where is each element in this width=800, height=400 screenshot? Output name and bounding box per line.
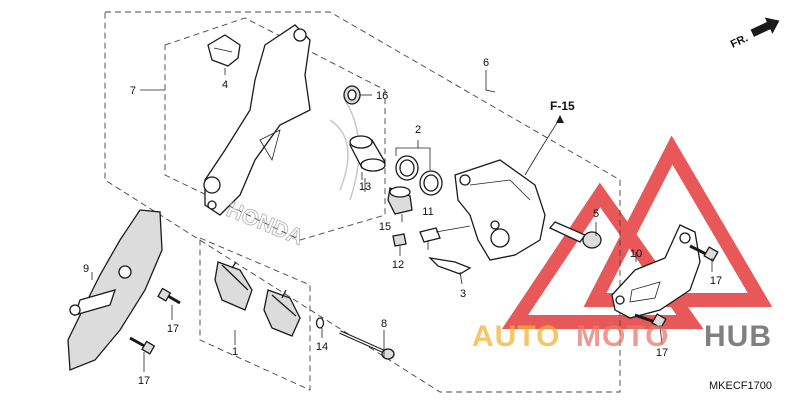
bracket-guard (611, 224, 701, 319)
callout-5: 5 (593, 208, 599, 220)
callout-7: 7 (130, 85, 136, 97)
honda-emboss: HONDA (223, 196, 307, 249)
boot (343, 85, 361, 105)
piston-seal-set (395, 155, 443, 196)
callout-4: 4 (222, 79, 228, 91)
callout-17-a: 17 (167, 323, 179, 335)
bolt-17-a (157, 287, 181, 305)
pad-retainer-clip (207, 34, 241, 67)
bleeder-screw (419, 225, 471, 243)
callout-17-b: 17 (138, 375, 150, 387)
callout-15: 15 (379, 221, 391, 233)
direction-indicator: FR. (729, 17, 780, 51)
callout-13: 13 (359, 181, 371, 193)
piston (349, 135, 386, 172)
brake-pads (214, 261, 301, 337)
watermark-moto: MOTO (576, 320, 669, 353)
callout-3: 3 (460, 288, 466, 300)
callout-16: 16 (376, 90, 388, 102)
reference-f15: F-15 (550, 99, 575, 113)
callout-labels: 7 4 16 2 13 15 11 12 3 6 5 10 1 14 8 9 1… (83, 57, 722, 387)
callout-6: 6 (483, 57, 489, 69)
pad-spring (428, 257, 472, 275)
callout-2: 2 (415, 124, 421, 136)
watermark-auto: AUTO (472, 320, 560, 353)
bolt-17-c (689, 244, 719, 262)
callout-10: 10 (630, 248, 642, 260)
pad-pin (339, 330, 395, 360)
watermark-triangle-left (501, 182, 704, 329)
bolt-17-d (634, 313, 667, 329)
outline-main-assembly (104, 11, 621, 393)
assembly-outlines (104, 11, 621, 393)
pin-boot (387, 186, 413, 215)
outline-bracket (164, 17, 386, 241)
callout-8: 8 (381, 318, 387, 330)
caliper-guard (67, 209, 163, 371)
caliper-body (454, 159, 546, 261)
watermark-text: AUTO MOTO HUB (472, 320, 772, 353)
watermark-logo (501, 135, 773, 329)
leader-lines (91, 68, 713, 372)
watermark-triangle-right (583, 135, 773, 307)
pin-clip (315, 317, 325, 329)
direction-arrow-icon (750, 17, 780, 37)
callout-1: 1 (232, 346, 238, 358)
callout-17-c: 17 (710, 275, 722, 287)
direction-label: FR. (729, 32, 750, 50)
bolt-17-b (129, 336, 156, 355)
diagram-code: MKECF1700 (709, 380, 772, 392)
outline-pad-set (199, 237, 311, 391)
callout-17-d: 17 (656, 347, 668, 359)
watermark-hub: HUB (704, 320, 772, 353)
callout-9: 9 (83, 263, 89, 275)
reference-label: F-15 (550, 99, 575, 123)
bleeder-cap (392, 233, 407, 247)
callout-14: 14 (316, 341, 328, 353)
callout-11: 11 (422, 206, 433, 218)
slide-pin (548, 221, 602, 249)
callout-12: 12 (392, 259, 404, 271)
